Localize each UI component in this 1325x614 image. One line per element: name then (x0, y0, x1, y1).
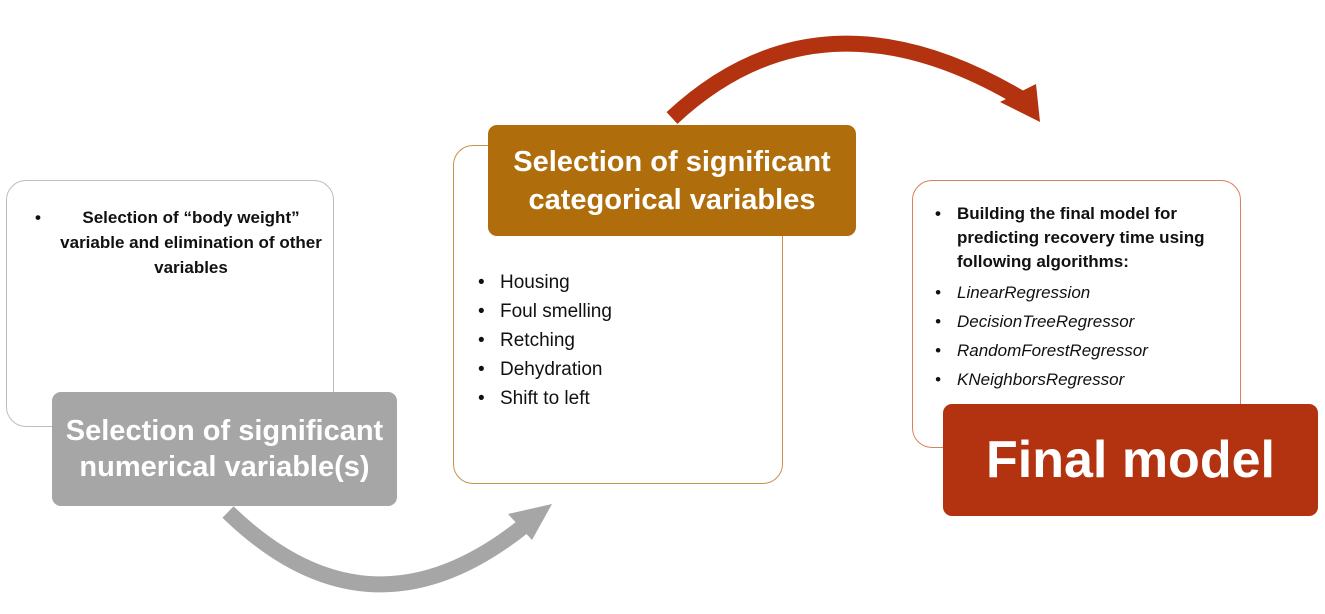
final-model-bullets: Building the final model for predicting … (935, 202, 1235, 394)
final-model-title: Final model (986, 431, 1275, 489)
numerical-selection-header: Selection of significant numerical varia… (52, 392, 397, 506)
arrow-step2-to-step3 (666, 35, 1025, 124)
arrow-head-red (1000, 84, 1040, 122)
arrow-head-gray (508, 504, 552, 540)
final-model-panel: Building the final model for predicting … (912, 180, 1241, 448)
arrow-step1-to-step2 (222, 506, 531, 593)
algorithm-item: DecisionTreeRegressor (935, 307, 1235, 336)
final-model-header: Final model (943, 404, 1318, 516)
categorical-variable-item: Shift to left (478, 384, 768, 413)
numerical-selection-title: Selection of significant numerical varia… (65, 415, 384, 483)
categorical-variable-item: Housing (478, 268, 768, 297)
numerical-bullet-item: Selection of “body weight” variable and … (35, 205, 325, 280)
categorical-selection-header: Selection of significant categorical var… (488, 125, 856, 236)
categorical-variable-item: Dehydration (478, 355, 768, 384)
numerical-bullets: Selection of “body weight” variable and … (35, 205, 325, 280)
numerical-selection-panel: Selection of “body weight” variable and … (6, 180, 334, 427)
categorical-selection-title: Selection of significant categorical var… (513, 145, 831, 216)
categorical-bullets: Housing Foul smelling Retching Dehydrati… (478, 268, 768, 413)
algorithm-item: LinearRegression (935, 278, 1235, 307)
final-model-description: Building the final model for predicting … (935, 202, 1235, 274)
algorithm-item: RandomForestRegressor (935, 336, 1235, 365)
algorithm-item: KNeighborsRegressor (935, 365, 1235, 394)
categorical-variable-item: Foul smelling (478, 297, 768, 326)
categorical-variable-item: Retching (478, 326, 768, 355)
